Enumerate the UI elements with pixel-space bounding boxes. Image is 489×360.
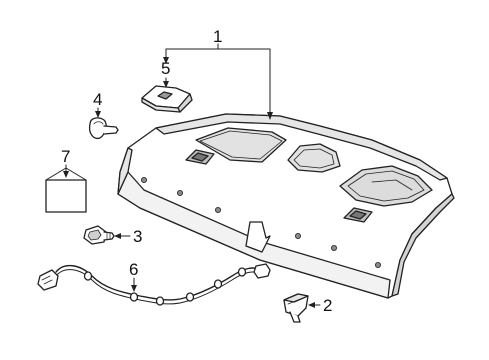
harness-wire: [55, 265, 261, 301]
callout-4: 4: [93, 90, 102, 109]
cover-slot: [157, 91, 173, 100]
harness-connector-right: [253, 263, 271, 279]
callout-3: 3: [133, 227, 142, 246]
push-pin-part: [88, 117, 119, 140]
package-tray: [117, 113, 455, 299]
callout-1: 1: [213, 27, 222, 46]
clip-part: [283, 293, 309, 323]
screw-part: [83, 225, 115, 245]
callout-numbers: 1 2 3 4 5 6 7: [61, 27, 332, 315]
label-part: [45, 179, 87, 213]
push-pin-head: [88, 117, 107, 140]
callout-leaders: [45, 43, 321, 308]
tray-right-end: [391, 193, 455, 297]
tray-rear-ledge: [155, 113, 448, 181]
tray-center-opening: [287, 143, 341, 173]
label-sheet: [45, 179, 87, 213]
callout-6: 6: [129, 260, 138, 279]
tray-left-end: [117, 147, 133, 195]
tray-front-face: [117, 171, 391, 299]
callout-2: 2: [323, 296, 332, 315]
wire-harness-part: [37, 263, 271, 306]
screw-shank: [103, 231, 115, 241]
push-pin-shank: [103, 125, 119, 135]
cover-part: [141, 85, 193, 113]
harness-connector-left: [37, 269, 59, 291]
tray-mounting-holes: [140, 176, 381, 268]
tray-center-notch: [245, 221, 271, 253]
harness-clips: [83, 267, 247, 306]
callout-7: 7: [61, 147, 70, 166]
tray-speaker-opening-left: [195, 127, 287, 163]
callout-5: 5: [161, 59, 170, 78]
